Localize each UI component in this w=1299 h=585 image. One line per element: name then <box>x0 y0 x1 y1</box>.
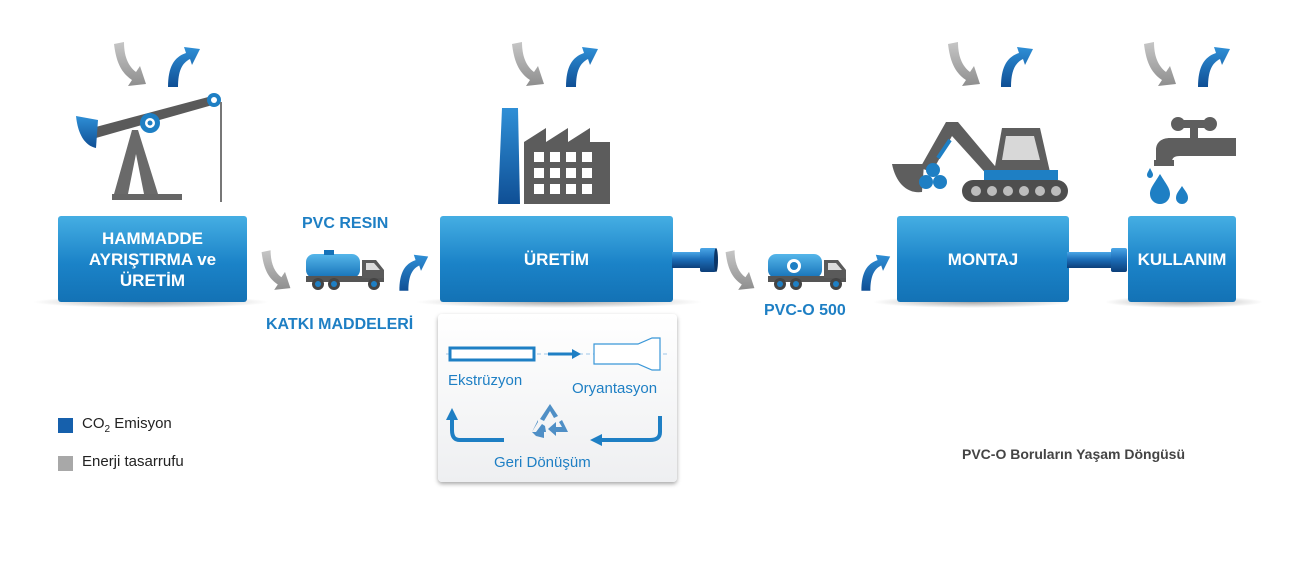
label-katki: KATKI MADDELERİ <box>266 316 414 333</box>
pipe-icon <box>1067 248 1127 272</box>
tanker-truck-icon <box>768 254 846 290</box>
co2-arrow-icon <box>995 38 1035 90</box>
energy-arrow-icon <box>944 40 984 90</box>
process-diagram <box>446 337 670 446</box>
pipe-icon <box>672 248 718 272</box>
stage-kullanim: KULLANIM <box>1128 216 1236 302</box>
legend-energy-label: Enerji tasarrufu <box>82 453 184 470</box>
legend-energy-swatch <box>58 456 73 471</box>
process-oryantasyon: Oryantasyon <box>572 380 658 397</box>
stage-uretim-label: ÜRETİM <box>523 249 590 269</box>
process-ekstruzyon: Ekstrüzyon <box>448 372 523 389</box>
legend-co2-suffix: Emisyon <box>110 415 172 432</box>
factory-icon <box>498 108 610 204</box>
legend-co2-label: CO2 Emisyon <box>82 415 172 435</box>
process-panel: Ekstrüzyon Oryantasyon Geri Dönüşüm <box>438 314 677 482</box>
stage-kullanim-label: KULLANIM <box>1137 249 1227 269</box>
process-geri-donusum: Geri Dönüşüm <box>494 454 591 471</box>
energy-arrow-icon <box>1140 40 1180 90</box>
stage-uretim: ÜRETİM <box>440 216 673 302</box>
tanker-truck-icon <box>306 250 384 290</box>
stage-hammadde: HAMMADDE AYRIŞTIRMA ve ÜRETİM <box>58 216 247 302</box>
stage-montaj: MONTAJ <box>897 216 1069 302</box>
stage-montaj-label: MONTAJ <box>947 249 1019 269</box>
co2-arrow-icon <box>394 246 430 294</box>
energy-arrow-icon <box>110 40 150 90</box>
co2-arrow-icon <box>162 38 202 90</box>
excavator-icon <box>892 122 1068 202</box>
co2-arrow-icon <box>1192 38 1232 90</box>
energy-arrow-icon <box>258 248 294 294</box>
co2-arrow-icon <box>856 246 892 294</box>
legend-co2-sub: 2 <box>104 424 111 435</box>
energy-arrow-icon <box>722 248 758 294</box>
faucet-icon <box>1147 117 1236 204</box>
recycle-icon <box>532 404 568 438</box>
label-pvc-resin: PVC RESIN <box>302 215 389 232</box>
co2-arrow-icon <box>560 38 600 90</box>
legend-co2-swatch <box>58 418 73 433</box>
energy-arrow-icon <box>508 40 548 90</box>
diagram-title: PVC-O Boruların Yaşam Döngüsü <box>962 446 1186 462</box>
pumpjack-icon <box>76 93 222 202</box>
stage-hammadde-label: HAMMADDE AYRIŞTIRMA ve ÜRETİM <box>88 228 217 290</box>
legend-co2-prefix: CO <box>82 415 105 432</box>
label-pvco500: PVC-O 500 <box>764 302 846 319</box>
